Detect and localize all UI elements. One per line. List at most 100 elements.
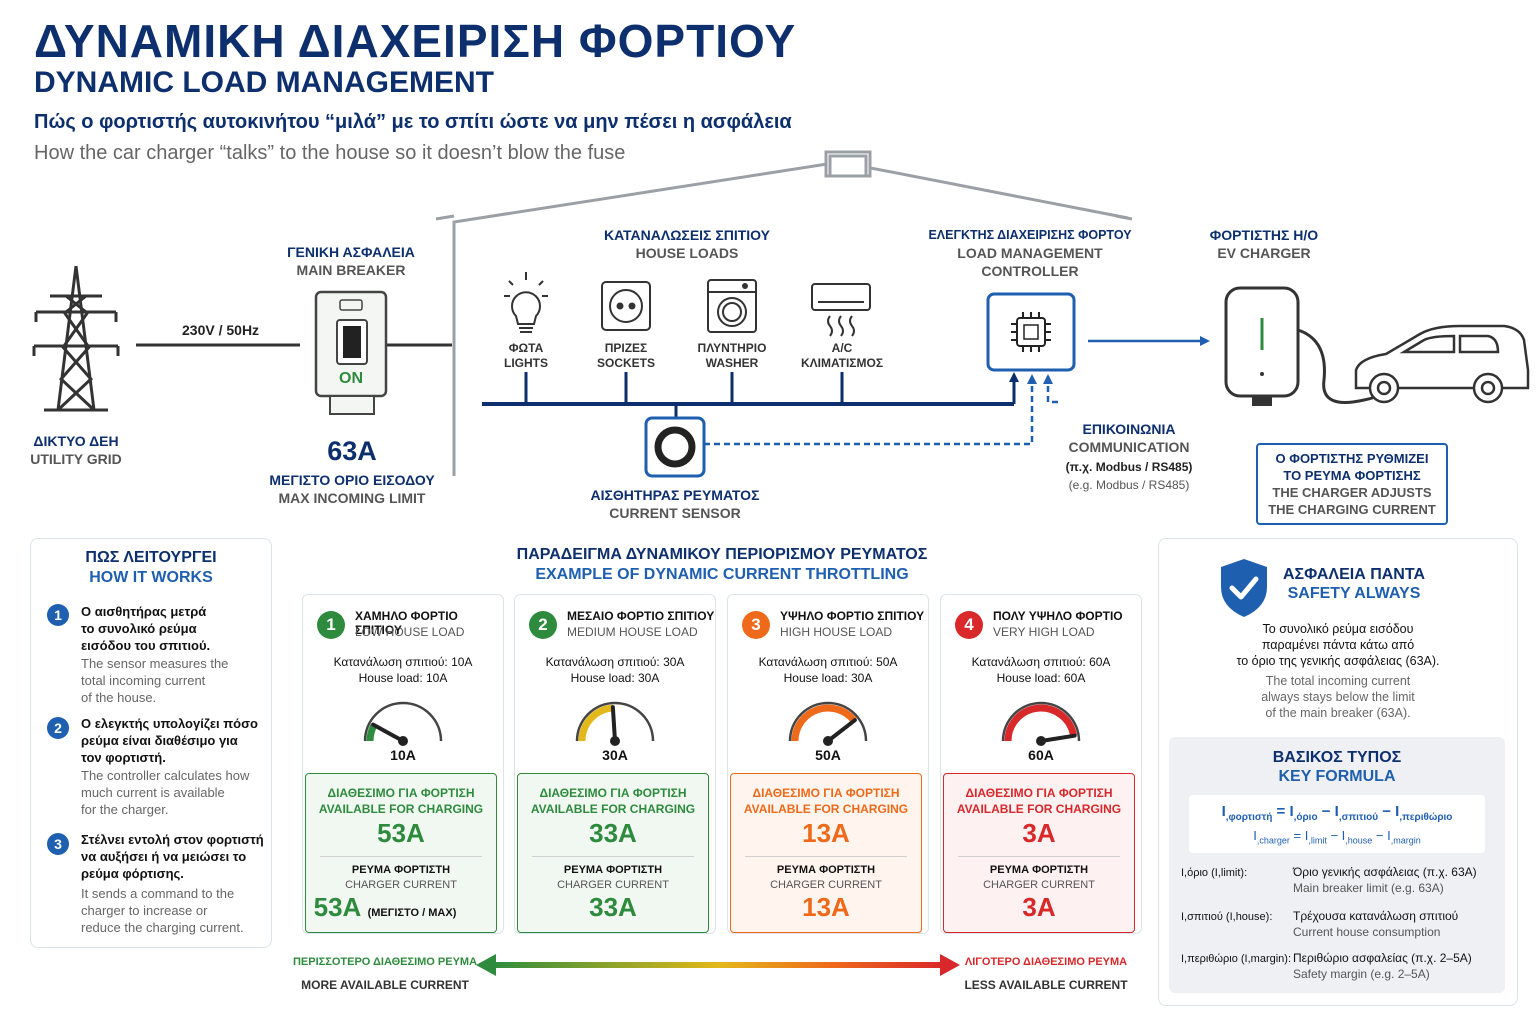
step-1-gr3: εισόδου του σπιτιού. <box>81 638 211 653</box>
controller-en2: CONTROLLER <box>981 263 1079 279</box>
adjust-en2: THE CHARGING CURRENT <box>1268 502 1436 517</box>
controller-label: ΕΛΕΓΚΤΗΣ ΔΙΑΧΕΙΡΙΣΗΣ ΦΟΡΤΟΥ LOAD MANAGEM… <box>920 226 1140 280</box>
utility-grid-label: ΔΙΚΤΥΟ ΔΕΗ UTILITY GRID <box>20 432 132 468</box>
scenario-title: ΜΕΣΑΙΟ ΦΟΡΤΙΟ ΣΠΙΤΙΟΥ <box>567 609 715 623</box>
scenario-title: ΥΨΗΛΟ ΦΟΡΤΙΟ ΣΠΙΤΙΟΥ <box>780 609 925 623</box>
adjust-en1: THE CHARGER ADJUSTS <box>1272 485 1432 500</box>
scenario-title-en: MEDIUM HOUSE LOAD <box>567 625 698 639</box>
available-value: 13A <box>802 818 850 848</box>
step-3-number: 3 <box>47 833 69 855</box>
charger-current-value: 13A <box>731 892 921 923</box>
gauge-needle <box>610 705 617 743</box>
scenario-card-2: 2 ΜΕΣΑΙΟ ΦΟΡΤΙΟ ΣΠΙΤΙΟΥ MEDIUM HOUSE LOA… <box>514 594 716 934</box>
definition-en: Current house consumption <box>1293 925 1441 939</box>
safety-gr2: παραμένει πάντα κάτω από <box>1261 638 1415 652</box>
scenario-number: 2 <box>529 611 557 639</box>
scenario-consumption-en: House load: 30A <box>570 671 660 685</box>
charger-current-label: ΡΕΥΜΑ ΦΟΡΤΙΣΤΗ <box>351 864 451 876</box>
gauge-fill <box>791 704 857 742</box>
safety-en3: of the main breaker (63A). <box>1265 706 1411 720</box>
step-2-gr2: ρεύμα είναι διαθέσιμο για <box>81 733 238 748</box>
example-title-en: EXAMPLE OF DYNAMIC CURRENT THROTTLING <box>535 566 909 583</box>
available-value: 33A <box>589 818 637 848</box>
available-label-en: AVAILABLE FOR CHARGING <box>318 802 484 816</box>
communication-label: ΕΠΙΚΟΙΝΩΝΙΑ COMMUNICATION (π.χ. Modbus /… <box>1054 420 1204 494</box>
charger-adjusts-box: Ο ΦΟΡΤΙΣΤΗΣ ΡΥΘΜΙΖΕΙ ΤΟ ΡΕΥΜΑ ΦΟΡΤΙΣΗΣ T… <box>1256 443 1448 525</box>
scenario-consumption: Κατανάλωση σπιτιού: 60A <box>971 655 1111 669</box>
definition-symbol: I,σπιτιού (I,house): <box>1181 911 1273 923</box>
charger-current-label: ΡΕΥΜΑ ΦΟΡΤΙΣΤΗ <box>989 864 1089 876</box>
house-loads-gr: ΚΑΤΑΝΑΛΩΣΕΙΣ ΣΠΙΤΙΟΥ <box>603 227 771 243</box>
available-label-en: AVAILABLE FOR CHARGING <box>743 802 909 816</box>
adjust-gr1: Ο ΦΟΡΤΙΣΤΗΣ ΡΥΘΜΙΖΕΙ <box>1275 451 1429 466</box>
scenario-card-4: 4 ΠΟΛΥ ΥΨΗΛΟ ΦΟΡΤΙΟ VERY HIGH LOAD Καταν… <box>940 594 1142 934</box>
charger-current-label-en: CHARGER CURRENT <box>983 879 1095 891</box>
house-outline <box>435 150 1133 476</box>
scenario-consumption: Κατανάλωση σπιτιού: 30A <box>545 655 685 669</box>
adjust-gr2: ΤΟ ΡΕΥΜΑ ΦΟΡΤΙΣΗΣ <box>1283 468 1421 483</box>
step-1-en3: of the house. <box>81 690 157 705</box>
charger-current-value: 33A <box>518 892 708 923</box>
scenario-consumption-en: House load: 30A <box>783 671 873 685</box>
charger-current-label-en: CHARGER CURRENT <box>345 879 457 891</box>
ev-charger-gr: ΦΟΡΤΙΣΤΗΣ Η/Ο <box>1209 227 1319 243</box>
gauge-hub <box>610 736 620 746</box>
step-1-en2: total incoming current <box>81 673 206 688</box>
communication-example-gr: (π.χ. Modbus / RS485) <box>1065 460 1193 474</box>
step-1-number: 1 <box>47 604 69 626</box>
step-2-en3: for the charger. <box>81 802 169 817</box>
scenario-card-1: 1 ΧΑΜΗΛΟ ΦΟΡΤΙΟ ΣΠΙΤΙΟΥ LOW HOUSE LOAD Κ… <box>302 594 504 934</box>
divider <box>532 856 694 857</box>
available-label: ΔΙΑΘΕΣΙΜΟ ΓΙΑ ΦΟΡΤΙΣΗ <box>965 786 1113 800</box>
max-limit-label: ΜΕΓΙΣΤΟ ΟΡΙΟ ΕΙΣΟΔΟΥ MAX INCOMING LIMIT <box>250 471 454 507</box>
load-ac-en: ΚΛΙΜΑΤΙΣΜΟΣ <box>800 356 884 370</box>
scenario-title-en: HIGH HOUSE LOAD <box>780 625 893 639</box>
main-breaker-en: MAIN BREAKER <box>296 262 406 278</box>
formula-greek: I,φορτιστή = I,όριο − I,σπιτιού − I,περι… <box>1221 803 1453 823</box>
scenario-number: 4 <box>955 611 983 639</box>
definition-gr: Περιθώριο ασφαλείας (π.χ. 2–5A) <box>1293 951 1472 965</box>
main-breaker-icon <box>314 290 388 415</box>
load-gauge-icon <box>1001 701 1081 746</box>
load-washer-gr: ΠΛΥΝΤΗΡΙΟ <box>697 341 767 355</box>
definition-en: Safety margin (e.g. 2–5A) <box>1293 967 1430 981</box>
gauge-hub <box>1036 736 1046 746</box>
step-3-en3: reduce the charging current. <box>81 920 244 935</box>
load-gauge-icon <box>363 701 443 746</box>
transmission-tower-icon <box>32 265 120 412</box>
more-available-label-en: MORE AVAILABLE CURRENT <box>301 978 469 992</box>
step-1-gr1: Ο αισθητήρας μετρά <box>81 604 207 619</box>
step-2-en2: much current is available <box>81 785 225 800</box>
scenario-title-en: LOW HOUSE LOAD <box>355 625 465 639</box>
page-subtitle: Πώς ο φορτιστής αυτοκινήτου “μιλά” με το… <box>34 111 792 133</box>
communication-en: COMMUNICATION <box>1068 439 1190 455</box>
current-sensor-icon <box>644 416 706 478</box>
key-formula-box: ΒΑΣΙΚΟΣ ΤΥΠΟΣ KEY FORMULA I,φορτιστή = I… <box>1169 737 1505 993</box>
scenario-card-3: 3 ΥΨΗΛΟ ΦΟΡΤΙΟ ΣΠΙΤΙΟΥ HIGH HOUSE LOAD Κ… <box>727 594 929 934</box>
charger-current-number: 33A <box>589 892 637 922</box>
charger-current-label: ΡΕΥΜΑ ΦΟΡΤΙΣΤΗ <box>563 864 663 876</box>
load-ac-gr: A/C <box>831 341 853 355</box>
definition-symbol: I,περιθώριο (I,margin): <box>1181 953 1292 965</box>
available-label: ΔΙΑΘΕΣΙΜΟ ΓΙΑ ΦΟΡΤΙΣΗ <box>539 786 687 800</box>
gauge-value: 60A <box>1028 747 1054 763</box>
max-note: (ΜΕΓΙΣΤΟ / MAX) <box>367 907 457 919</box>
current-sensor-en: CURRENT SENSOR <box>609 505 741 521</box>
step-2-number: 2 <box>47 717 69 739</box>
less-available-label-en: LESS AVAILABLE CURRENT <box>964 978 1128 992</box>
charger-current-value: 3A <box>944 892 1134 923</box>
available-box: ΔΙΑΘΕΣΙΜΟ ΓΙΑ ΦΟΡΤΙΣΗ AVAILABLE FOR CHAR… <box>943 773 1135 933</box>
scenario-consumption: Κατανάλωση σπιτιού: 50A <box>758 655 898 669</box>
step-3-en1: It sends a command to the <box>81 886 235 901</box>
safety-en1: The total incoming current <box>1265 674 1411 688</box>
gauge-arc <box>575 701 655 742</box>
page-title-english: DYNAMIC LOAD MANAGEMENT <box>34 66 494 99</box>
step-3-gr2: να αυξήσει ή να μειώσει το <box>81 849 247 864</box>
gauge-hub <box>398 736 408 746</box>
